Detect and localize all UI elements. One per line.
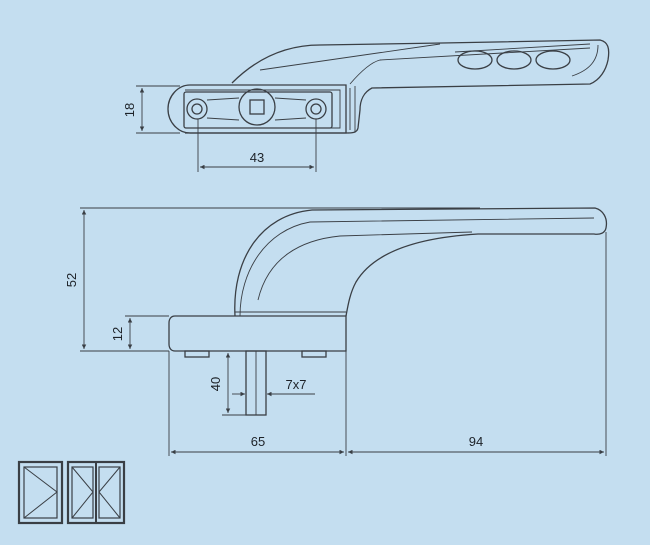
base-plate-top [167,84,347,134]
dimension-65-label: 65 [251,434,265,449]
side-view [168,207,608,416]
spindle-square-hole [249,99,265,115]
dimension-43-label: 43 [250,150,264,165]
top-view [167,39,610,134]
dimension-base-length: 65 [171,434,344,455]
dimension-top-height: 18 [122,85,180,134]
dimension-12-label: 12 [110,327,125,341]
dimension-94-label: 94 [469,434,483,449]
dimension-7x7-label: 7x7 [286,377,307,392]
lever-outline-top [185,39,610,134]
dimension-spindle-length: 40 [208,353,246,416]
dimension-spindle-spacing: 43 [197,119,317,172]
base-rose-side [168,315,347,352]
single-casement-window-icon [17,460,64,525]
dimension-lever-length: 94 [348,434,604,455]
dimension-spindle-square: 7x7 [232,377,315,397]
dimension-base-height: 12 [110,318,133,349]
dimension-52-label: 52 [64,273,79,287]
grip-hole-2 [496,50,532,70]
grip-hole-1 [457,50,493,70]
grip-hole-3 [535,50,571,70]
dimension-total-height: 52 [64,210,87,349]
lever-outline-side [234,207,608,317]
mounting-slot [183,91,333,129]
spindle-hub [238,88,276,126]
dimension-18-label: 18 [122,103,137,117]
double-casement-window-icon [66,460,126,525]
dimension-40-label: 40 [208,377,223,391]
